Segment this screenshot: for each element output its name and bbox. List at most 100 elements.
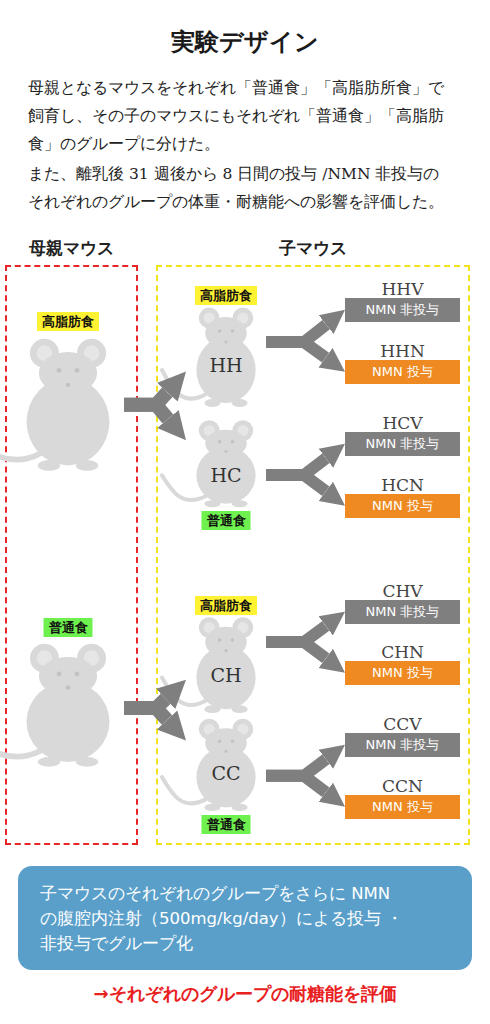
treatment-group: CCNNMN 投与 xyxy=(345,778,460,819)
group-heading: 母親マウス xyxy=(7,237,136,260)
mouse-foot xyxy=(232,804,248,811)
group-frame: 母親マウス高脂肪食普通食 xyxy=(5,265,138,845)
mouse-foot xyxy=(204,804,220,811)
group-code: HHV xyxy=(345,281,460,298)
page-title: 実験デザイン xyxy=(0,26,490,58)
treatment-group: CHVNMN 非投与 xyxy=(345,583,460,624)
treatment-group: HCVNMN 非投与 xyxy=(345,415,460,456)
note-box: 子マウスのそれぞれのグループをさらに NMN の腹腔内注射（500mg/kg/d… xyxy=(18,866,472,970)
mouse-foot xyxy=(76,757,98,767)
flow-arrow xyxy=(266,759,326,776)
mouse-foot xyxy=(232,705,248,713)
flow-arrow xyxy=(124,708,167,720)
mouse-head xyxy=(205,627,247,658)
child-mouse: CC 普通食 xyxy=(186,720,266,834)
mother-mouse: 高脂肪食 xyxy=(12,312,124,472)
treatment-box: NMN 非投与 xyxy=(345,733,460,757)
mouse-eye xyxy=(74,368,79,373)
flow-arrow xyxy=(124,392,167,405)
group-code: CCN xyxy=(345,778,460,795)
mouse-eye xyxy=(231,638,235,642)
mouse-eye xyxy=(218,440,222,444)
mouse-nose xyxy=(224,750,227,753)
conclusion-note: →それぞれのグループの耐糖能を評価 xyxy=(0,982,490,1006)
flow-arrow xyxy=(124,405,168,419)
group-code: CHN xyxy=(345,644,460,661)
mouse-foot xyxy=(76,460,98,471)
mouse-eye xyxy=(231,440,235,444)
flow-arrow xyxy=(266,642,326,658)
intro-paragraph: また、離乳後 31 週後から 8 日間の投与 /NMN 非投与の それぞれのグル… xyxy=(28,160,468,216)
flow-arrow xyxy=(266,325,326,343)
treatment-group: CCVNMN 非投与 xyxy=(345,716,460,757)
diet-tag: 普通食 xyxy=(202,815,251,834)
treatment-group: HHNNMN 投与 xyxy=(345,343,460,384)
mouse-eye xyxy=(74,672,79,677)
mouse-head xyxy=(39,657,97,696)
mouse-nose xyxy=(66,685,70,689)
group-code: CC xyxy=(186,762,266,784)
flow-arrow xyxy=(266,458,326,475)
group-code: CH xyxy=(186,664,266,686)
group-heading: 子マウス xyxy=(158,237,468,260)
flow-arrow xyxy=(266,342,326,358)
group-frame: 子マウス高脂肪食HHHHVNMN 非投与HHNNMN 投与HC普通食HCVNMN… xyxy=(156,265,470,845)
child-mouse: 高脂肪食 HH xyxy=(186,286,266,408)
mouse-nose xyxy=(66,383,70,387)
mouse-head xyxy=(205,430,247,458)
treatment-box: NMN 非投与 xyxy=(345,600,460,624)
mouse-foot xyxy=(38,460,60,471)
flow-arrow xyxy=(266,475,326,491)
mouse-illustration xyxy=(12,340,124,472)
group-code: HCN xyxy=(345,477,460,494)
note-text: 子マウスのそれぞれのグループをさらに NMN の腹腔内注射（500mg/kg/d… xyxy=(40,881,450,956)
mouse-foot xyxy=(204,705,220,713)
mouse-eye xyxy=(231,739,235,743)
mouse-eye xyxy=(218,739,222,743)
treatment-group: HCNNMN 投与 xyxy=(345,477,460,518)
group-code: HCV xyxy=(345,415,460,432)
mouse-illustration xyxy=(12,646,124,768)
child-mouse: 高脂肪食 CH xyxy=(186,596,266,714)
mouse-eye xyxy=(218,329,222,333)
treatment-group: HHVNMN 非投与 xyxy=(345,281,460,322)
mouse-eye xyxy=(57,672,62,677)
group-code: CHV xyxy=(345,583,460,600)
mouse-head xyxy=(205,317,247,349)
mouse-nose xyxy=(224,450,227,453)
diet-tag: 高脂肪食 xyxy=(195,596,257,615)
diet-tag: 高脂肪食 xyxy=(37,312,99,331)
mouse-foot xyxy=(204,500,220,507)
treatment-box: NMN 投与 xyxy=(345,494,460,518)
treatment-group: CHNNMN 投与 xyxy=(345,644,460,685)
group-code: HC xyxy=(186,464,266,486)
mouse-eye xyxy=(231,329,235,333)
mouse-foot xyxy=(204,399,220,407)
group-code: HHN xyxy=(345,343,460,360)
diet-tag: 普通食 xyxy=(44,618,93,637)
mouse-foot xyxy=(232,399,248,407)
group-code: HH xyxy=(186,354,266,376)
diet-tag: 普通食 xyxy=(202,511,251,530)
treatment-box: NMN 投与 xyxy=(345,360,460,384)
flow-arrow xyxy=(124,699,166,708)
diet-tag: 高脂肪食 xyxy=(195,286,257,305)
mouse-nose xyxy=(224,649,227,652)
mouse-nose xyxy=(224,340,227,343)
treatment-box: NMN 投与 xyxy=(345,661,460,685)
mouse-eye xyxy=(218,638,222,642)
child-mouse: HC 普通食 xyxy=(186,422,266,530)
intro-paragraph: 母親となるマウスをそれぞれ「普通食」「高脂肪所食」で 飼育し、その子のマウスにも… xyxy=(28,74,468,158)
mouse-foot xyxy=(232,500,248,507)
mouse-head xyxy=(205,728,247,757)
treatment-box: NMN 非投与 xyxy=(345,298,460,322)
mother-mouse: 普通食 xyxy=(12,618,124,768)
group-code: CCV xyxy=(345,716,460,733)
treatment-box: NMN 非投与 xyxy=(345,432,460,456)
mouse-foot xyxy=(38,757,60,767)
treatment-box: NMN 投与 xyxy=(345,795,460,819)
flow-arrow xyxy=(266,776,326,792)
flow-arrow xyxy=(266,626,326,642)
mouse-eye xyxy=(57,368,62,373)
